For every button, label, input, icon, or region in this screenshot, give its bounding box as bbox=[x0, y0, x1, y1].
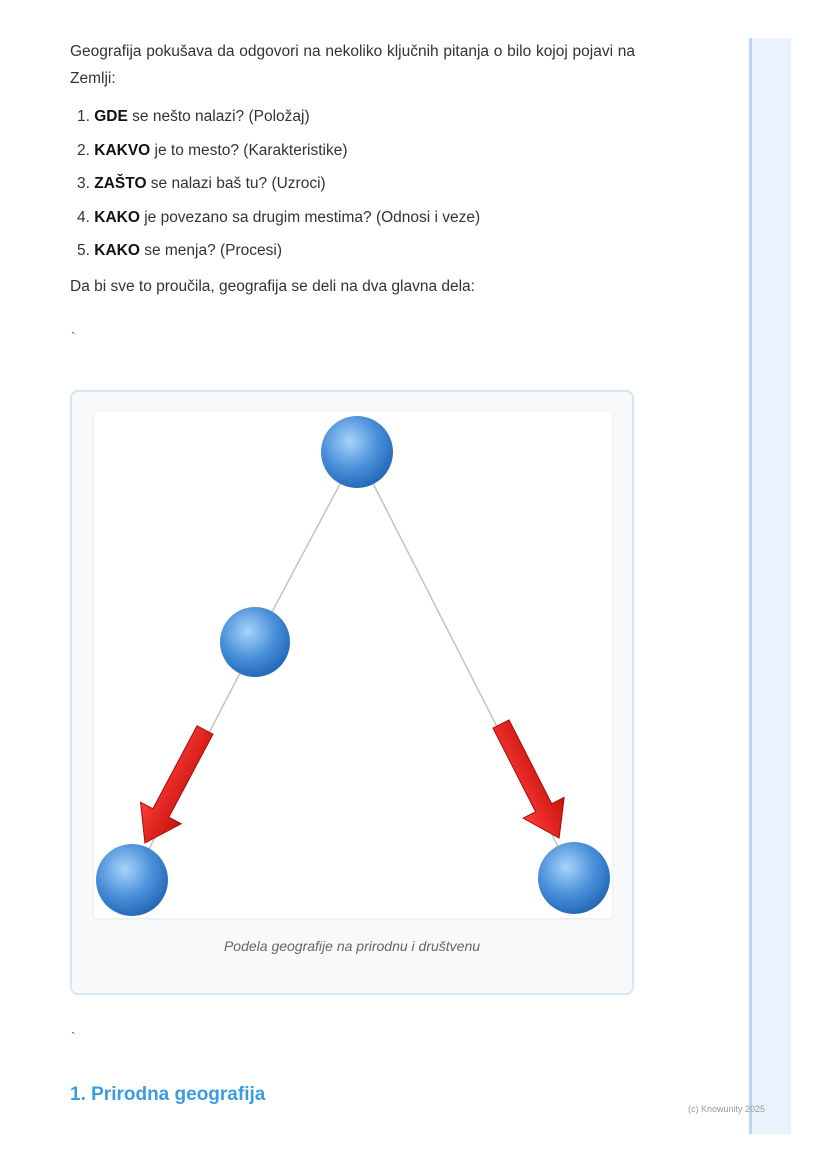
separator-mark: ` bbox=[71, 1029, 76, 1045]
list-item: 4. KAKO je povezano sa drugim mestima? (… bbox=[77, 208, 481, 226]
node-bottom-right bbox=[538, 842, 610, 914]
list-item: 1. GDE se nešto nalazi? (Položaj) bbox=[77, 108, 310, 125]
arrow-left bbox=[139, 725, 214, 844]
hierarchy-diagram bbox=[96, 416, 610, 916]
list-item: 5. KAKO se menja? (Procesi) bbox=[77, 242, 283, 259]
diagram-canvas bbox=[94, 412, 612, 918]
arrow-right bbox=[492, 719, 565, 839]
list-item: 3. ZAŠTO se nalazi baš tu? (Uzroci) bbox=[77, 175, 326, 192]
node-middle bbox=[220, 607, 290, 677]
node-top bbox=[321, 416, 393, 488]
separator-mark: ` bbox=[71, 329, 76, 345]
right-margin-strip bbox=[749, 38, 791, 1134]
questions-list: 1. GDE se nešto nalazi? (Položaj) 2. KAK… bbox=[70, 106, 635, 262]
figure-card: Podela geografije na prirodnu i društven… bbox=[70, 390, 634, 995]
subintro-paragraph: Da bi sve to proučila, geografija se del… bbox=[70, 278, 475, 295]
node-bottom-left bbox=[96, 844, 168, 916]
text-content: Geografija pokušava da odgovori na nekol… bbox=[70, 38, 635, 298]
list-item: 2. KAKVO je to mesto? (Karakteristike) bbox=[77, 141, 348, 159]
section-heading: 1. Prirodna geografija bbox=[70, 1084, 266, 1105]
figure-caption: Podela geografije na prirodnu i društven… bbox=[223, 938, 481, 954]
intro-paragraph: Geografija pokušava da odgovori na nekol… bbox=[70, 43, 635, 87]
footer-copyright: (c) Knowunity 2025 bbox=[688, 1104, 766, 1114]
